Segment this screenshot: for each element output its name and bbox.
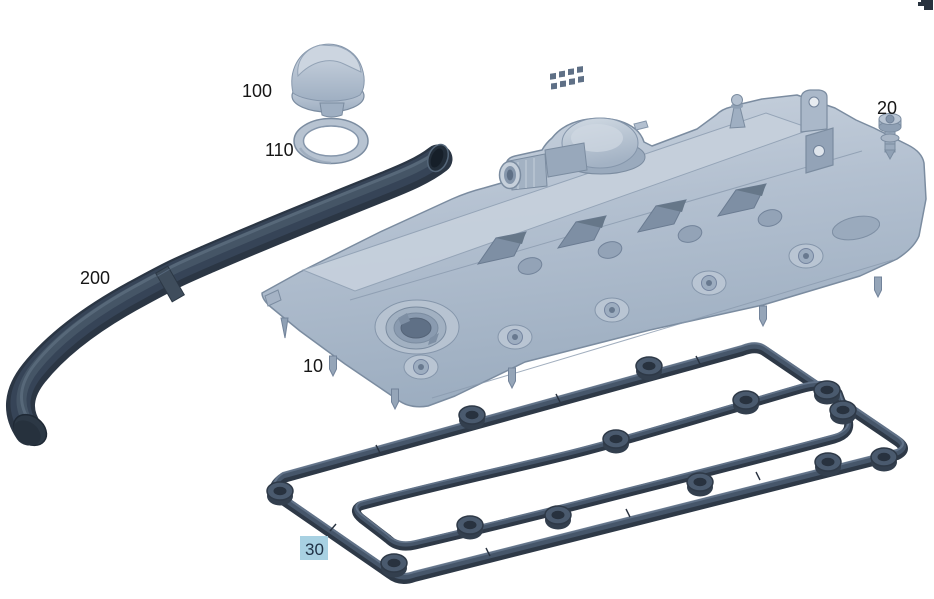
hose-upper-end bbox=[426, 143, 450, 173]
cap-front-tab bbox=[319, 102, 345, 118]
cap-grip-ridge bbox=[297, 44, 362, 78]
coil-pockets bbox=[476, 183, 783, 275]
gasket-mold-seams bbox=[329, 355, 761, 557]
valve-cover-gasket-part[interactable] bbox=[266, 342, 903, 579]
hose-port bbox=[498, 153, 548, 191]
sealing-ring-part[interactable] bbox=[293, 117, 369, 165]
mounting-bracket-upper bbox=[800, 89, 828, 133]
hose-collar bbox=[155, 265, 185, 303]
oil-filler-neck bbox=[374, 299, 460, 355]
ball-stud bbox=[729, 94, 746, 129]
oil-filler-cap-part[interactable] bbox=[291, 43, 365, 118]
screw-part[interactable] bbox=[878, 113, 902, 161]
callout-20[interactable]: 20 bbox=[877, 98, 897, 118]
cover-crease-line bbox=[349, 150, 863, 301]
callout-30-selected[interactable]: 30 bbox=[300, 536, 328, 560]
callout-30-label: 30 bbox=[305, 540, 324, 559]
callout-10[interactable]: 10 bbox=[303, 356, 323, 376]
vent-hose-part[interactable] bbox=[8, 141, 453, 451]
callout-200[interactable]: 200 bbox=[80, 268, 110, 288]
callout-100[interactable]: 100 bbox=[242, 81, 272, 101]
right-end-recess bbox=[831, 215, 881, 241]
callout-110[interactable]: 110 bbox=[265, 140, 294, 160]
callout-30-highlight bbox=[300, 536, 328, 560]
hose-lower-end bbox=[12, 413, 48, 447]
clipped-corner-icon[interactable] bbox=[918, 0, 933, 10]
sensor-connector bbox=[544, 66, 588, 178]
left-corner-tab bbox=[264, 289, 289, 339]
mounting-bracket-lower bbox=[805, 127, 834, 174]
cylinder-head-cover-part[interactable] bbox=[261, 66, 927, 410]
